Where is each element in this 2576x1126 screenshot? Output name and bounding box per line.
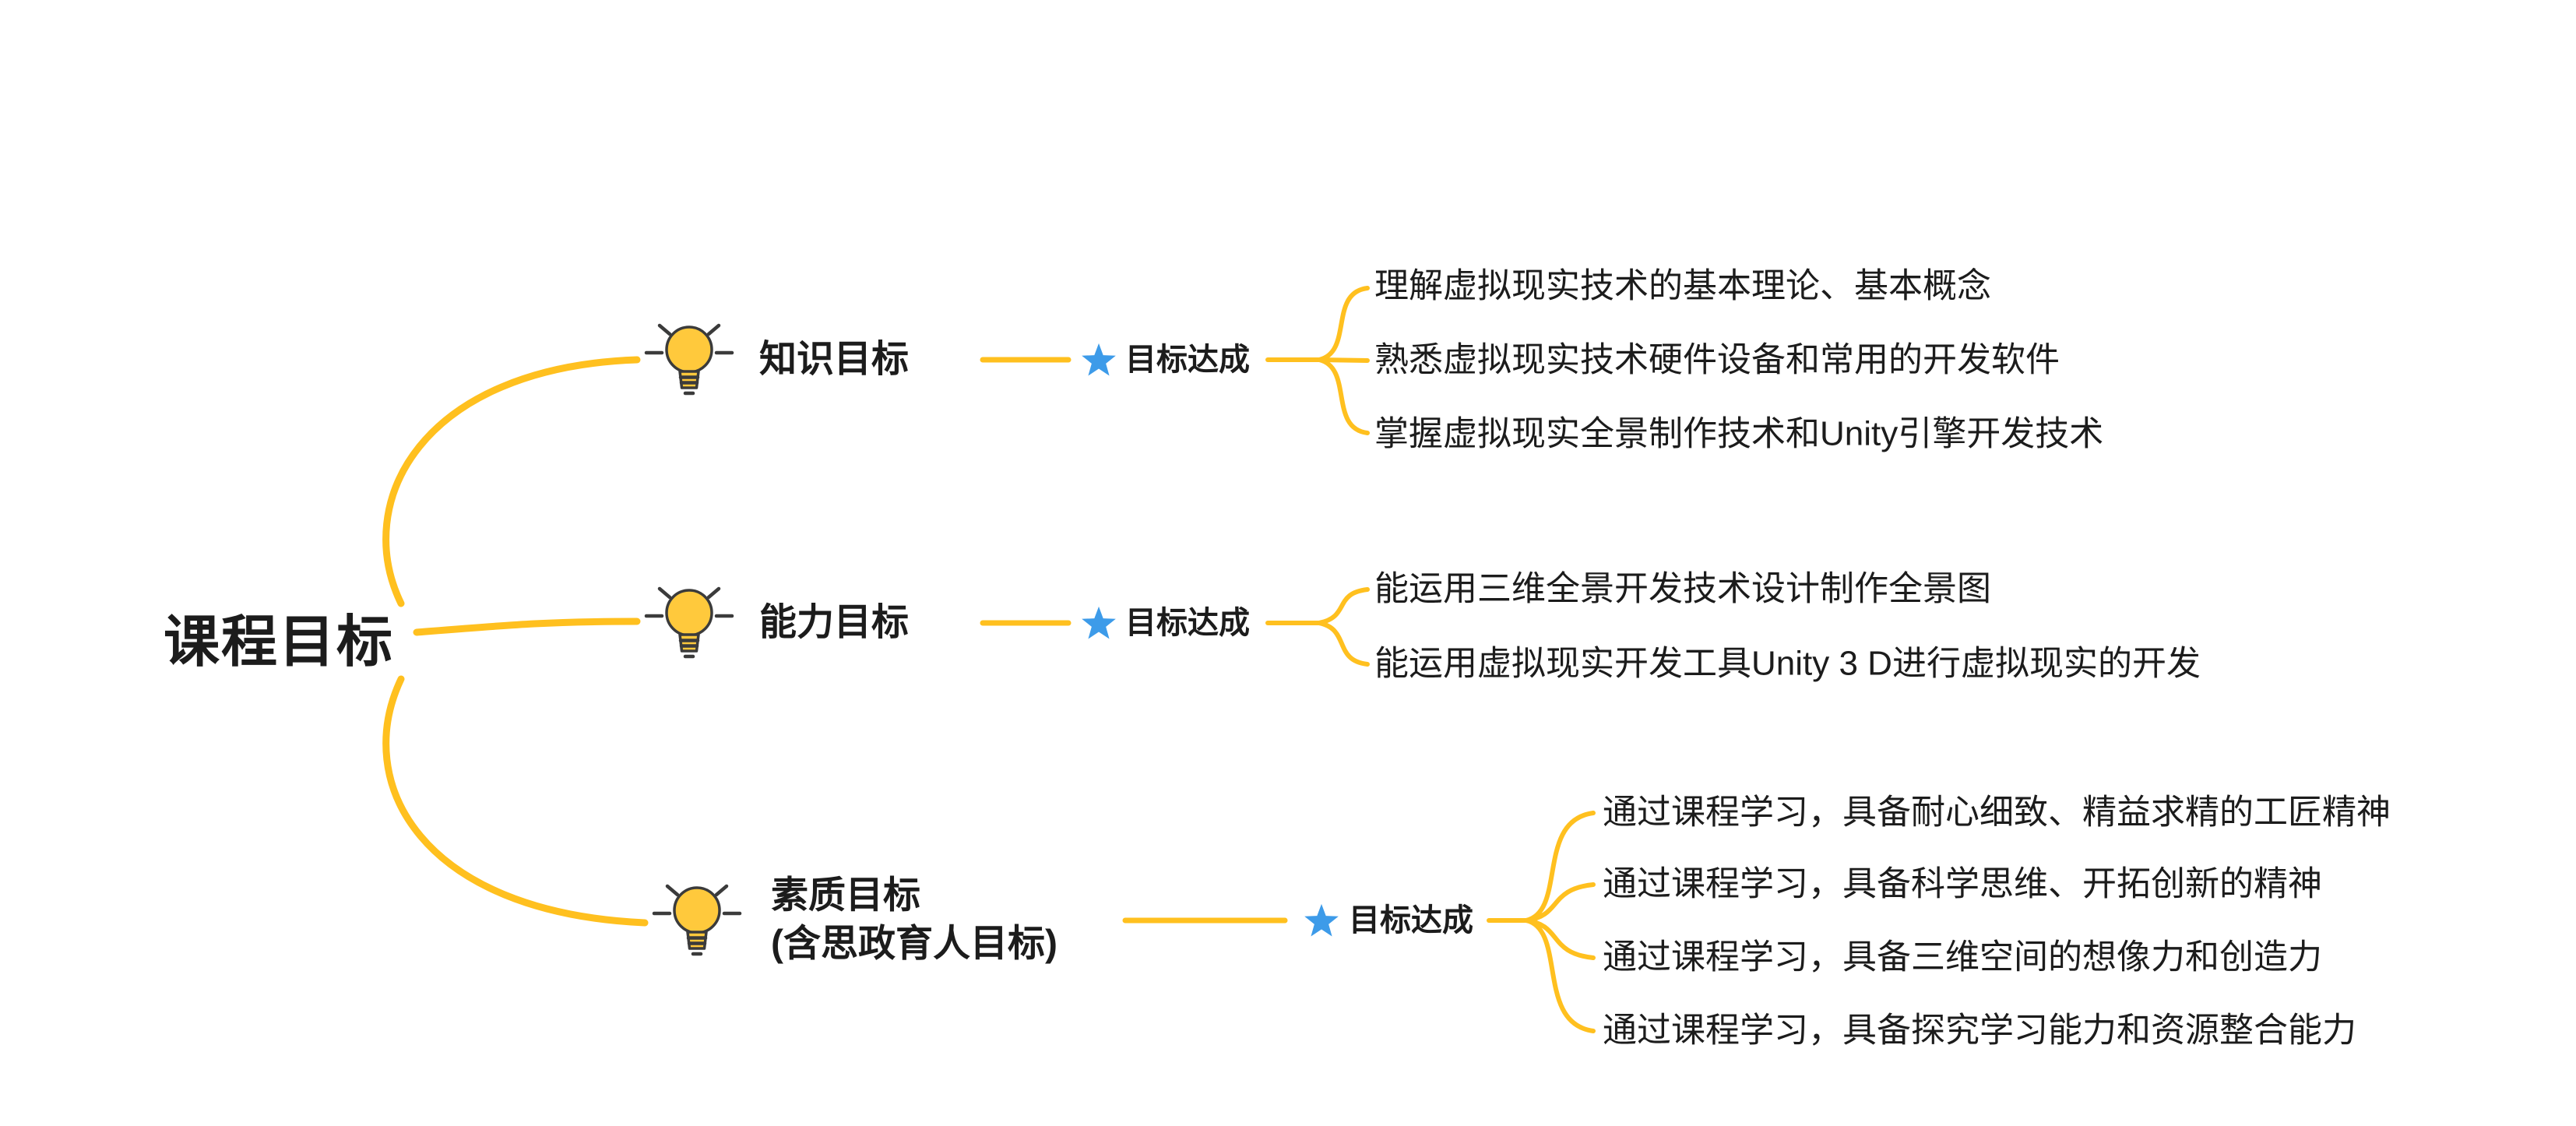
leaf-topic[interactable]: 通过课程学习，具备科学思维、开拓创新的精神 <box>1603 864 2322 903</box>
lightbulb-icon <box>646 870 748 971</box>
status-node-ability[interactable]: 目标达成 <box>1125 606 1250 640</box>
leaf-topic[interactable]: 通过课程学习，具备耐心细致、精益求精的工匠精神 <box>1603 793 2391 832</box>
branch-label-line2: (含思政育人目标) <box>771 924 1057 965</box>
leaf-topic[interactable]: 通过课程学习，具备探究学习能力和资源整合能力 <box>1603 1011 2356 1050</box>
branch-node-knowledge[interactable]: 知识目标 <box>759 339 910 381</box>
root-node[interactable]: 课程目标 <box>164 611 395 674</box>
leaf-topic[interactable]: 通过课程学习，具备三维空间的想像力和创造力 <box>1603 938 2322 976</box>
leaf-topic[interactable]: 掌握虚拟现实全景制作技术和Unity引擎开发技术 <box>1374 414 2104 453</box>
status-node-quality[interactable]: 目标达成 <box>1349 903 1473 938</box>
branch-node-ability[interactable]: 能力目标 <box>759 602 910 644</box>
branch-node-quality[interactable]: 素质目标 (含思政育人目标) <box>771 872 1057 969</box>
leaf-topic[interactable]: 能运用虚拟现实开发工具Unity 3 D进行虚拟现实的开发 <box>1374 644 2201 683</box>
leaf-topic[interactable]: 熟悉虚拟现实技术硬件设备和常用的开发软件 <box>1374 340 2060 379</box>
lightbulb-icon <box>639 309 740 410</box>
branch-label-line1: 素质目标 <box>771 874 921 917</box>
leaf-topic[interactable]: 理解虚拟现实技术的基本理论、基本概念 <box>1374 266 1991 305</box>
leaf-topic[interactable]: 能运用三维全景开发技术设计制作全景图 <box>1374 569 1991 608</box>
star-icon <box>1081 343 1117 377</box>
star-icon <box>1081 606 1117 640</box>
lightbulb-icon <box>639 572 740 674</box>
status-node-knowledge[interactable]: 目标达成 <box>1125 343 1250 377</box>
star-icon <box>1304 903 1339 938</box>
